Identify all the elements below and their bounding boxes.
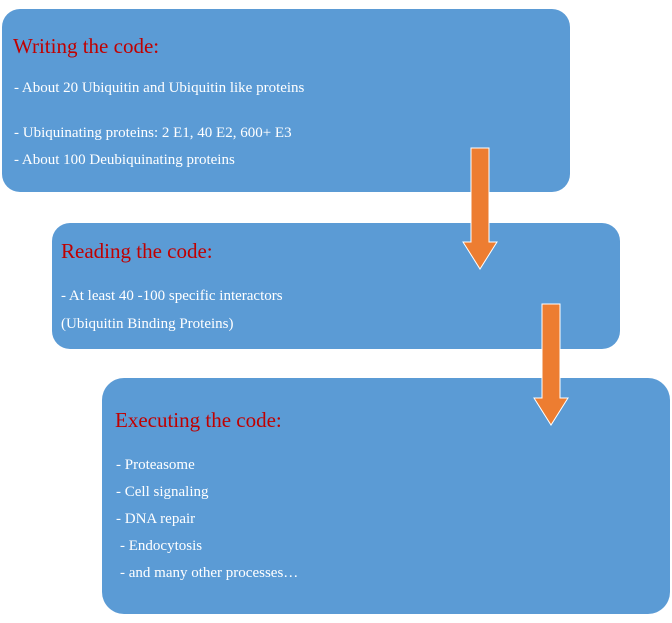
arrow-writing-to-reading xyxy=(462,147,498,270)
down-arrow-icon xyxy=(533,303,569,426)
down-arrow-icon xyxy=(462,147,498,270)
writing-code-box: Writing the code: - About 20 Ubiquitin a… xyxy=(2,9,570,192)
reading-code-item: (Ubiquitin Binding Proteins) xyxy=(61,316,234,332)
executing-code-title: Executing the code: xyxy=(115,408,282,432)
executing-code-item: - and many other processes… xyxy=(120,565,299,581)
executing-code-item: - Proteasome xyxy=(116,457,195,473)
arrow-reading-to-executing xyxy=(533,303,569,426)
writing-code-item: - Ubiquinating proteins: 2 E1, 40 E2, 60… xyxy=(14,125,292,141)
writing-code-title: Writing the code: xyxy=(13,34,160,58)
executing-code-item: - Cell signaling xyxy=(116,484,209,500)
reading-code-title: Reading the code: xyxy=(61,239,213,263)
reading-code-item: - At least 40 -100 specific interactors xyxy=(61,288,283,304)
reading-code-box: Reading the code: - At least 40 -100 spe… xyxy=(52,223,620,349)
executing-code-item: - DNA repair xyxy=(116,511,196,527)
executing-code-item: - Endocytosis xyxy=(120,538,203,554)
executing-code-box: Executing the code: - Proteasome - Cell … xyxy=(102,378,670,614)
writing-code-item: - About 20 Ubiquitin and Ubiquitin like … xyxy=(14,80,305,96)
writing-code-item: - About 100 Deubiquinating proteins xyxy=(14,152,235,168)
